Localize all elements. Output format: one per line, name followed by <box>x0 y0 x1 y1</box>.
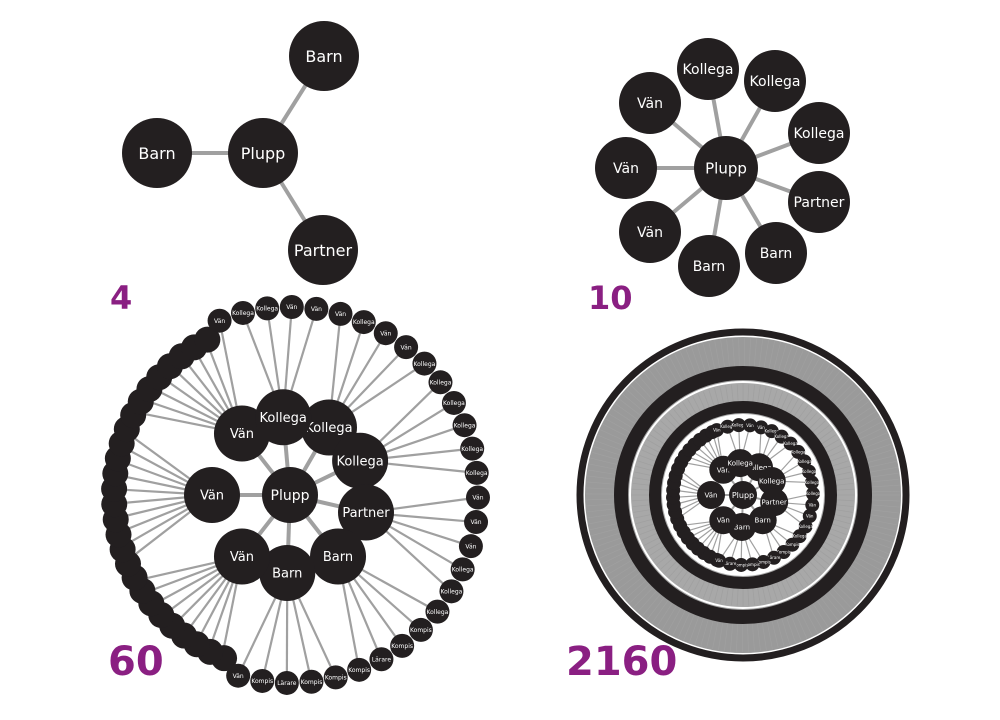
node-label: Kollega <box>798 524 813 529</box>
node-label: Kompis <box>325 675 347 682</box>
node-label: Barn <box>138 144 175 163</box>
node-label: Kollega <box>461 446 483 453</box>
node-label: Vän <box>380 330 391 337</box>
node-label: Vän <box>286 304 297 311</box>
node-label: Kollega <box>260 411 307 426</box>
node-label: Kompis <box>301 679 323 686</box>
node-label: Vän <box>613 161 639 177</box>
node-label: Barn <box>305 47 342 66</box>
node-label: Kollega <box>256 306 278 313</box>
node-label: Lärare <box>372 656 391 663</box>
node-label: Kollega <box>232 310 254 317</box>
node-label: Plupp <box>732 491 754 500</box>
node-label: Plupp <box>241 144 286 163</box>
node-label: Kompis <box>391 643 413 650</box>
node-label: Vän <box>717 517 730 525</box>
node-label: Kollega <box>353 319 375 326</box>
node-label: Kompis <box>410 627 432 634</box>
node-label: Kollega <box>683 62 734 78</box>
node-label: Kollega <box>759 477 784 485</box>
node-label: Kollega <box>802 469 817 474</box>
node-label: Vän <box>335 311 346 318</box>
node-label: Lärare <box>277 680 296 687</box>
count-label-2160: 2160 <box>566 642 677 682</box>
node-label: Barn <box>323 550 353 565</box>
node-label: Kollega <box>791 449 806 454</box>
node-label: Partner <box>294 241 353 260</box>
node-label: Kollega <box>454 422 476 429</box>
node-label: Kompis <box>251 678 273 685</box>
node-label: Vän <box>214 318 225 325</box>
node-label: Vän <box>200 489 224 504</box>
node-label: Vän <box>401 344 412 351</box>
node-label: Vän <box>311 306 322 313</box>
node-label: Vän <box>715 558 723 563</box>
node-label: Kollega <box>805 480 820 485</box>
node-label: Vän <box>470 519 481 526</box>
count-label-4: 4 <box>110 282 132 314</box>
count-label-10: 10 <box>588 282 633 314</box>
node-label: Vän <box>230 427 254 442</box>
node-label: Vän <box>465 543 476 550</box>
count-label-60: 60 <box>108 642 164 682</box>
node-label: Kollega <box>452 567 474 574</box>
node-label: Kollega <box>305 421 352 436</box>
node-label: Kollega <box>797 459 812 464</box>
node-label: Vän <box>705 492 718 500</box>
node-label: Vän <box>637 225 663 241</box>
node-label: Kollega <box>466 470 488 477</box>
node-label: Kollega <box>430 379 452 386</box>
node-label: Vän <box>230 550 254 565</box>
node-label: Barn <box>760 246 793 262</box>
node-label: Vän <box>809 502 817 507</box>
node-label: Kollega <box>441 589 463 596</box>
node-label: Kollega <box>792 534 807 539</box>
node-label: Plupp <box>271 488 310 504</box>
node-label: Vän <box>637 96 663 112</box>
node-label: Kollega <box>336 454 383 469</box>
node-label: Vän <box>806 513 814 518</box>
node-label: Vän <box>472 495 483 502</box>
node-label: Kollega <box>427 609 449 616</box>
node-label: Plupp <box>705 159 747 177</box>
node-label: Kompis <box>348 667 370 674</box>
node-label: Kollega <box>443 400 465 407</box>
node-label: Kollega <box>414 361 436 368</box>
node-label: Barn <box>693 259 726 275</box>
node-label: Barn <box>272 567 302 582</box>
node-label: Kollega <box>727 460 752 468</box>
node-label: Partner <box>761 499 787 507</box>
node-label: Vän <box>746 423 754 428</box>
node-label: Partner <box>794 195 845 211</box>
node-label: Vän <box>233 673 244 680</box>
node-label: Kollega <box>806 491 821 496</box>
node-label: Kollega <box>794 126 845 142</box>
node-label: Partner <box>342 506 390 521</box>
node-label: Kollega <box>750 74 801 90</box>
node-label: Barn <box>755 517 771 525</box>
